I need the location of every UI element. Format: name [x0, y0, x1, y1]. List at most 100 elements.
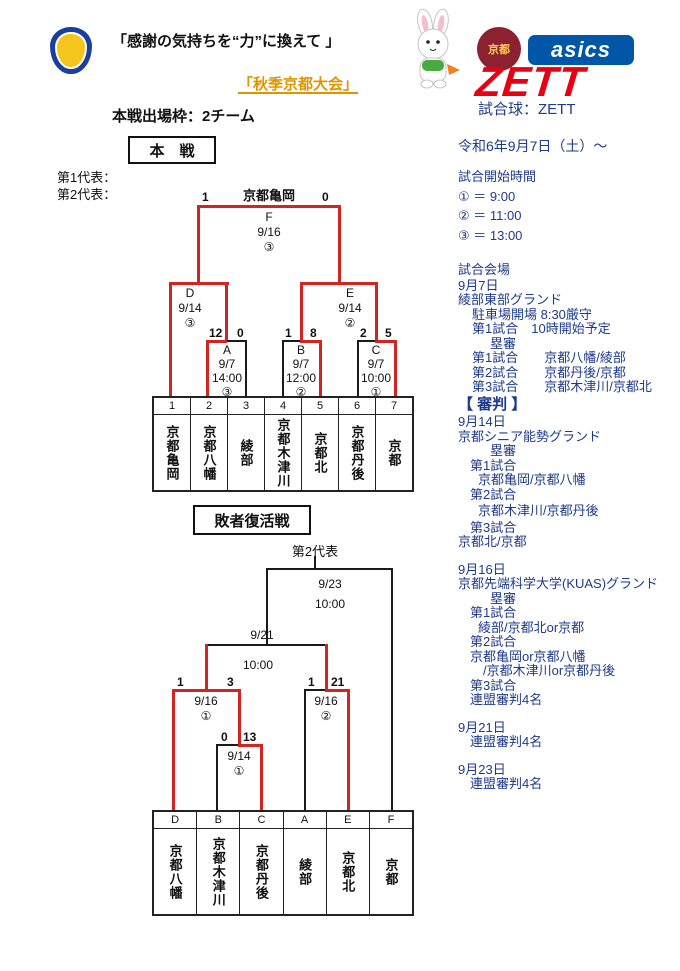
sidebar-line: 塁審 — [490, 335, 517, 351]
match-c-score-right: 5 — [385, 326, 392, 340]
match-name: E — [345, 286, 354, 300]
team-column: 2 京都八幡 — [191, 398, 228, 490]
column-header: B — [197, 812, 240, 829]
sidebar-line: 第3試合 — [470, 677, 517, 693]
match-date: 9/14 — [338, 301, 362, 315]
team-name: 京都北 — [312, 431, 328, 474]
match-date: 9/14 — [178, 301, 202, 315]
bracket-line — [282, 340, 302, 342]
bracket-line — [304, 689, 306, 811]
bracket-line — [216, 744, 218, 811]
bracket-line — [314, 556, 316, 569]
zett-logo: ZETT — [473, 58, 588, 105]
match-c-score-left: 2 — [360, 326, 367, 340]
bracket-line — [227, 340, 247, 342]
match-date: 9/16 — [257, 225, 281, 239]
bracket-line — [206, 340, 209, 397]
sidebar-line: 第2試合 — [470, 486, 517, 502]
bracket-line — [300, 282, 378, 285]
match-date: 9/16 — [314, 694, 338, 708]
sidebar-line: 試合会場 — [458, 262, 511, 277]
team-name: 京都木津川 — [210, 836, 226, 907]
revival-winner-label: 第2代表 — [291, 544, 339, 559]
sidebar-line: 京都シニア能勢グランド — [458, 428, 602, 444]
asics-logo-text: asics — [550, 37, 612, 62]
match-date: 9/7 — [367, 357, 385, 371]
bracket-line — [238, 689, 241, 746]
match-slot: ② — [295, 385, 307, 399]
match-name: D — [185, 286, 195, 300]
bracket-line — [206, 340, 227, 343]
sidebar-line: 9月21日 — [458, 719, 506, 735]
sidebar-line: 第3試合 京都木津川/京都北 — [472, 379, 652, 394]
match-f-label: F 9/16 ③ — [239, 210, 299, 255]
sidebar-line: /京都木津川or京都丹後 — [470, 663, 616, 678]
column-header: 6 — [339, 398, 375, 415]
tournament-title: 「秋季京都大会」 — [238, 76, 359, 93]
match-b-label: B 9/7 12:00 ② — [271, 343, 331, 399]
bracket-line — [282, 340, 284, 397]
match-date: 9/7 — [218, 357, 236, 371]
team-name: 京都 — [383, 857, 399, 886]
sidebar-line: 京都亀岡/京都八幡 — [478, 472, 586, 487]
sidebar-line: 第1試合 京都八幡/綾部 — [472, 350, 626, 365]
entry-slots-note: 本戦出場枠：2チーム — [112, 108, 255, 125]
sidebar-line: 第1試合 — [470, 457, 517, 473]
bracket-line — [205, 644, 208, 691]
bracket-line — [238, 744, 263, 747]
bracket-line — [394, 340, 397, 397]
column-header: 1 — [154, 398, 190, 415]
bracket-line — [197, 205, 340, 208]
revival-semi-date: 9/21 — [250, 628, 274, 642]
column-header: C — [240, 812, 283, 829]
column-header: A — [283, 812, 326, 829]
column-header: 3 — [228, 398, 264, 415]
sidebar-line: 令和6年9月7日（土）～ — [458, 137, 608, 154]
team-column: B 京都木津川 — [197, 812, 241, 914]
sidebar-line: 塁審 — [490, 590, 517, 606]
match-slot: ③ — [221, 385, 233, 399]
sidebar-line: 第2試合 — [470, 634, 517, 649]
sidebar-line: 第1試合 10時開始予定 — [472, 321, 611, 336]
match-slot: ③ — [263, 240, 275, 254]
match-b-score-left: 1 — [285, 326, 292, 340]
asics-logo: asics — [528, 35, 634, 65]
bracket-line — [338, 205, 341, 285]
column-header: 2 — [191, 398, 227, 415]
sidebar-line: 連盟審判4名 — [470, 734, 543, 749]
bracket-line — [325, 644, 328, 691]
bracket-line — [172, 689, 175, 811]
sidebar-line: 9月23日 — [458, 761, 506, 777]
sidebar-line: 第2試合 京都丹後/京都 — [472, 364, 626, 380]
match-a-score-left: 12 — [209, 326, 223, 340]
match-time: 10:00 — [360, 371, 392, 385]
bracket-line — [216, 744, 240, 746]
bracket-line — [300, 282, 303, 342]
match-slot: ① — [370, 385, 382, 399]
bracket-line — [357, 340, 377, 342]
match-slot: ① — [200, 709, 212, 723]
first-representative-label: 第1代表： — [57, 170, 117, 185]
bracket-line — [357, 340, 359, 397]
team-name: 京都木津川 — [275, 417, 291, 488]
match-a-label: A 9/7 14:00 ③ — [197, 343, 257, 399]
revival-q2-score-left: 1 — [308, 675, 315, 689]
bracket-line — [169, 282, 172, 397]
sidebar-line: 9月7日 — [458, 277, 499, 293]
match-name: A — [222, 343, 231, 357]
match-e-label: E 9/14 ② — [320, 286, 380, 331]
column-header: E — [326, 812, 369, 829]
champion-label: 京都亀岡 — [242, 188, 295, 203]
bracket-line — [300, 340, 321, 343]
match-name: B — [296, 343, 305, 357]
team-name: 京都八幡 — [201, 424, 217, 481]
bracket-line — [375, 282, 378, 342]
club-emblem — [50, 27, 92, 74]
match-a-score-right: 0 — [237, 326, 244, 340]
sidebar-line: 連盟審判4名 — [470, 776, 543, 791]
bracket-line — [205, 644, 327, 646]
